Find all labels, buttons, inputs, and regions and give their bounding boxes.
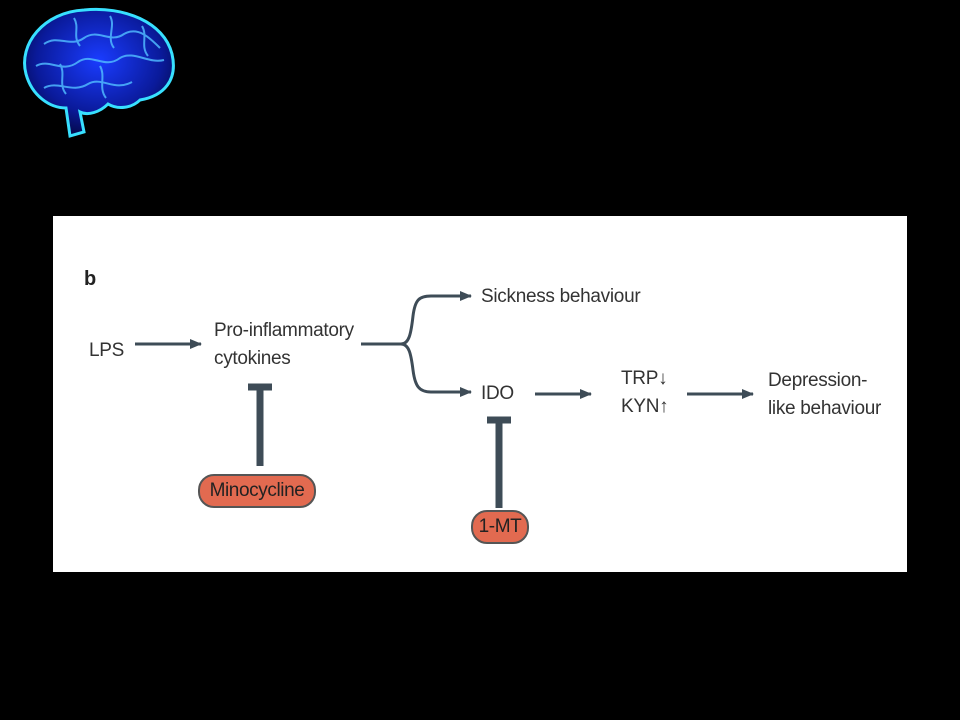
node-sickness-behaviour: Sickness behaviour (481, 286, 641, 307)
node-cytokines-line2: cytokines (214, 348, 291, 369)
node-depression-line1: Depression- (768, 370, 868, 391)
inhibitor-minocycline: Minocycline (198, 474, 316, 508)
node-cytokines-line1: Pro-inflammatory (214, 320, 354, 341)
node-trp: TRP↓ (621, 368, 668, 389)
brain-icon (23, 7, 175, 138)
node-kyn: KYN↑ (621, 396, 669, 417)
node-depression-line2: like behaviour (768, 398, 882, 419)
inhibitor-1-mt: 1-MT (471, 510, 529, 544)
node-ido: IDO (481, 383, 514, 404)
node-lps: LPS (89, 340, 125, 361)
panel-label: b (84, 268, 96, 290)
diagram-panel: b LPS Pro-inflammatory cytokines Sicknes… (53, 216, 907, 572)
arrow-to-ido (400, 342, 472, 397)
diagram-connectors (135, 291, 754, 508)
arrow-to-sickness-behaviour (400, 291, 472, 346)
